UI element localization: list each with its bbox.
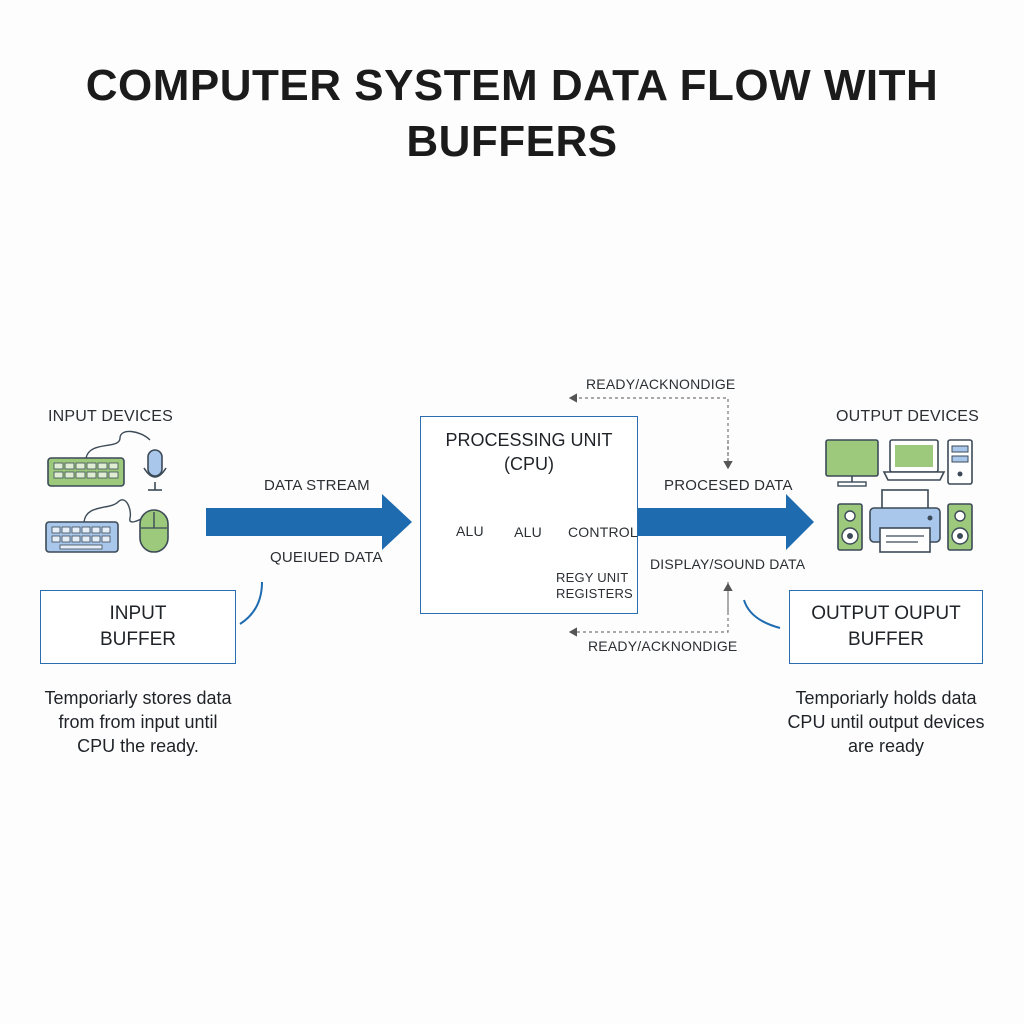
- microphone-icon: [143, 449, 167, 491]
- output-buffer-description: Temporiarly holds data CPU until output …: [766, 686, 1006, 758]
- queued-data-label: QUEIUED DATA: [270, 549, 383, 566]
- diagram-title: COMPUTER SYSTEM DATA FLOW WITH BUFFERS: [0, 58, 1024, 170]
- output-buffer-box: OUTPUT OUPUT BUFFER: [789, 590, 983, 664]
- ready-top-dashed-line: [568, 393, 729, 468]
- output-buffer-line-1: OUTPUT OUPUT: [811, 603, 961, 624]
- output-desc-line-2: CPU until output devices: [787, 712, 985, 732]
- alu-left-label: ALU: [456, 523, 484, 539]
- cpu-title-line-1: PROCESSING UNIT: [445, 430, 613, 450]
- input-keyboard-1-icon: [47, 430, 151, 487]
- output-buffer-connector: [743, 599, 781, 629]
- ready-bottom-dashed-line: [568, 582, 729, 637]
- input-keyboard-2-icon: [45, 499, 147, 553]
- ready-bottom-label: READY/ACKNONDIGE: [588, 638, 738, 654]
- input-buffer-box: INPUT BUFFER: [40, 590, 236, 664]
- alu-chip-label: ALU: [514, 524, 542, 540]
- input-desc-line-1: Temporiarly stores data: [44, 688, 232, 708]
- unit-label: REGY UNIT: [556, 570, 629, 585]
- input-buffer-connector: [239, 581, 263, 625]
- output-buffer-line-2: BUFFER: [848, 629, 924, 650]
- ready-top-label: READY/ACKNONDIGE: [586, 376, 736, 392]
- printer-icon: [869, 489, 941, 553]
- input-devices-label: INPUT DEVICES: [48, 408, 173, 425]
- mouse-icon: [139, 509, 169, 553]
- output-devices-label: OUTPUT DEVICES: [836, 408, 979, 425]
- output-desc-line-1: Temporiarly holds data: [795, 688, 977, 708]
- input-buffer-line-1: INPUT: [109, 603, 167, 624]
- data-stream-label: DATA STREAM: [264, 477, 370, 494]
- control-label: CONTROL: [568, 524, 638, 540]
- title-line-1: COMPUTER SYSTEM DATA FLOW WITH: [85, 61, 939, 110]
- laptop-icon: [882, 439, 946, 481]
- tower-pc-icon: [947, 439, 973, 485]
- cpu-title: PROCESSING UNIT (CPU): [420, 428, 638, 476]
- processed-data-label: PROCESED DATA: [664, 477, 793, 494]
- input-desc-line-3: CPU the ready.: [77, 736, 199, 756]
- title-line-2: BUFFERS: [406, 117, 618, 166]
- cpu-box: [420, 416, 638, 614]
- speaker-right-icon: [947, 503, 973, 551]
- registers-label: REGISTERS: [556, 586, 633, 601]
- processed-data-arrow: [638, 494, 814, 550]
- output-desc-line-3: are ready: [847, 736, 925, 756]
- speaker-left-icon: [837, 503, 863, 551]
- cpu-title-line-2: (CPU): [504, 454, 554, 474]
- data-stream-arrow: [206, 494, 412, 550]
- monitor-icon: [825, 439, 879, 487]
- display-sound-data-label: DISPLAY/SOUND DATA: [650, 556, 806, 572]
- input-buffer-description: Temporiarly stores data from from input …: [20, 686, 256, 758]
- input-desc-line-2: from from input until: [58, 712, 218, 732]
- input-buffer-line-2: BUFFER: [100, 629, 176, 650]
